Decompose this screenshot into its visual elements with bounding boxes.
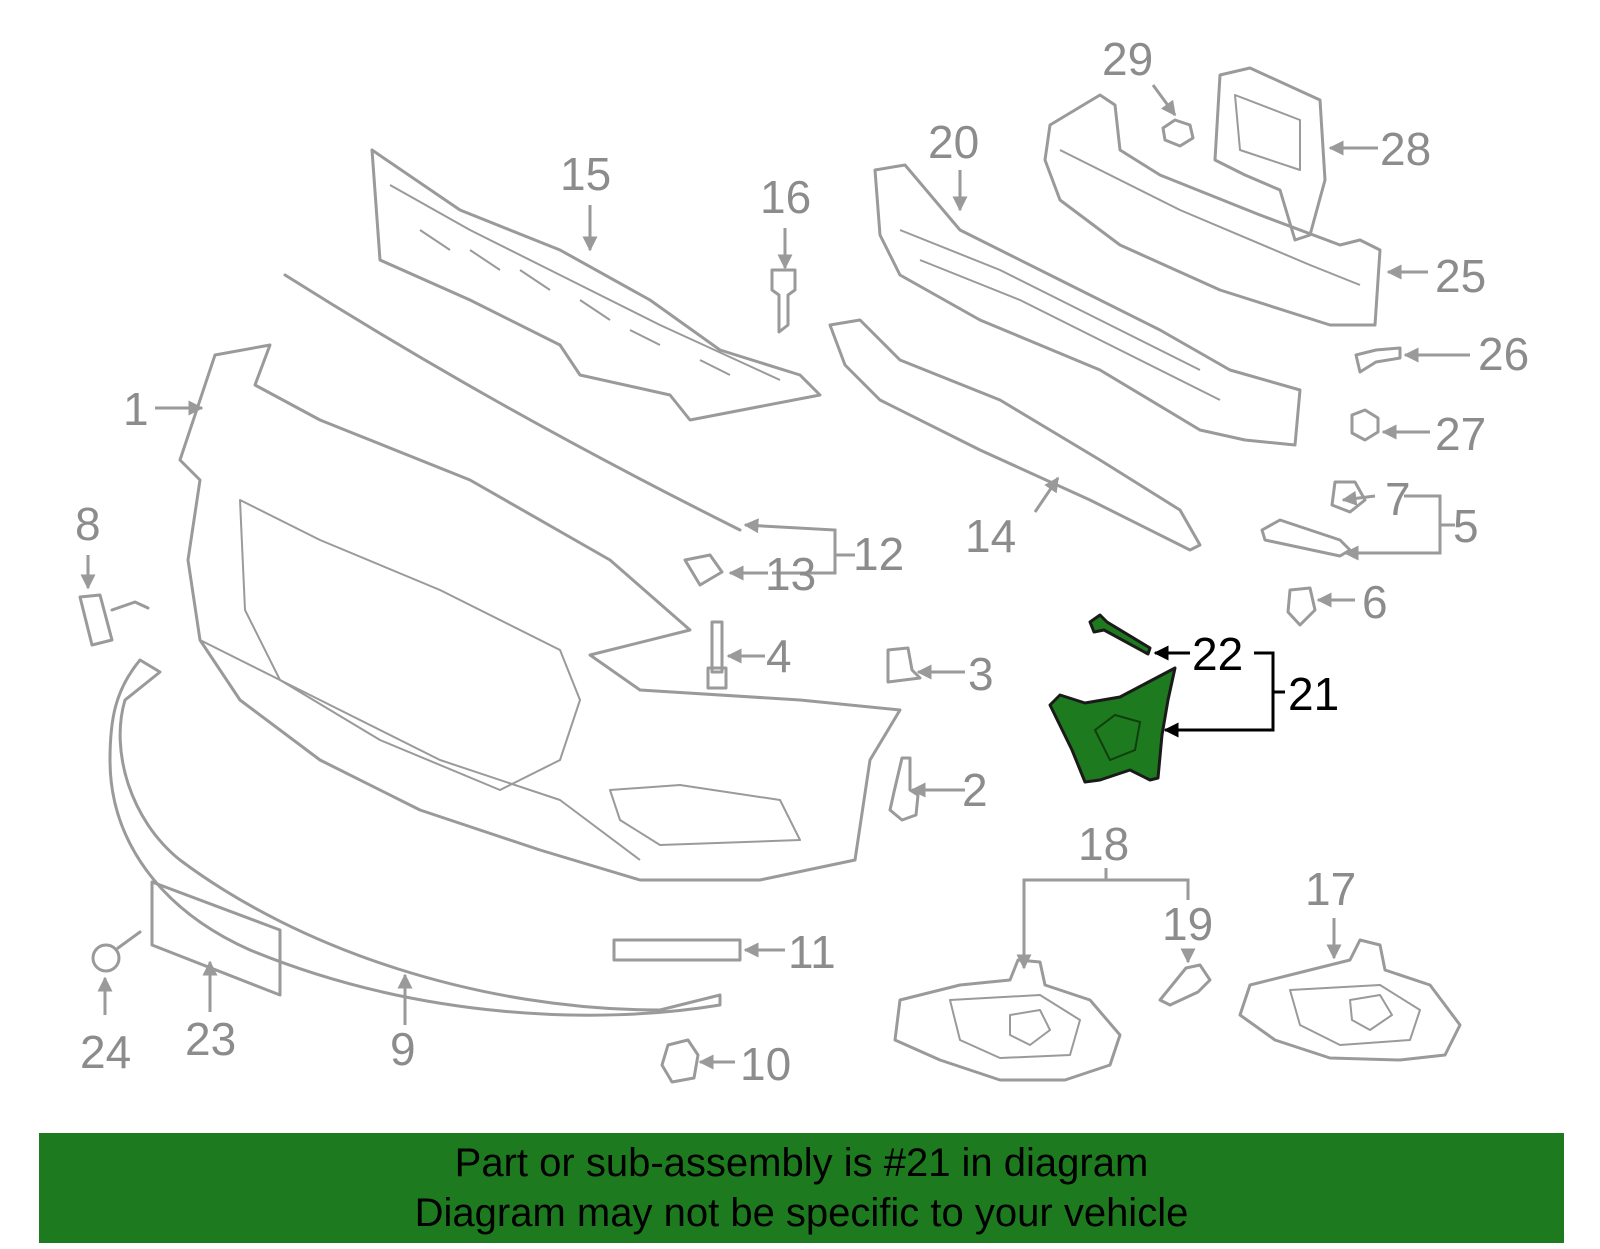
- part-14-reinforcement: [828, 318, 1202, 552]
- callout-22: 22: [1192, 628, 1243, 680]
- part-15-upper-bracket: [370, 148, 822, 422]
- callout-29: 29: [1102, 33, 1153, 85]
- part-10-clip: [660, 1038, 700, 1084]
- callout-16: 16: [760, 171, 811, 223]
- callout-26: 26: [1478, 328, 1529, 380]
- part-20-absorber: [873, 163, 1302, 447]
- part-28-sensor-bracket: [1213, 66, 1327, 242]
- callout-12: 12: [853, 528, 904, 580]
- part-8-bracket: [78, 593, 150, 647]
- callout-6: 6: [1362, 576, 1388, 628]
- part-6-bolt: [1286, 586, 1317, 627]
- callout-14: 14: [965, 510, 1016, 562]
- part-11-strip: [612, 938, 742, 962]
- callout-28: 28: [1380, 123, 1431, 175]
- callout-3: 3: [968, 648, 994, 700]
- part-21-bracket: [1048, 666, 1177, 784]
- part-19-screw: [1158, 963, 1212, 1007]
- part-12-strip: [283, 273, 742, 532]
- part-24-screw: [91, 943, 121, 973]
- part-23-plate: [150, 880, 282, 997]
- callout-19: 19: [1162, 898, 1213, 950]
- callout-10: 10: [740, 1038, 791, 1090]
- part-29-nut: [1161, 118, 1195, 148]
- part-2-bolt: [888, 756, 920, 822]
- part-21-highlight: [1048, 613, 1177, 784]
- callout-23: 23: [185, 1013, 236, 1065]
- callouts: 1 2 3 4 5 6 7 8 9 10 11 12 13 14 15 16 1…: [75, 33, 1529, 1090]
- callout-13: 13: [765, 548, 816, 600]
- part-17-bezel: [1238, 938, 1462, 1062]
- callout-21-label: 21: [1288, 668, 1339, 720]
- part-1-bumper-cover: [178, 343, 902, 882]
- leaders: [80, 84, 1470, 1070]
- info-banner: Part or sub-assembly is #21 in diagram D…: [39, 1133, 1564, 1243]
- callout-27: 27: [1435, 408, 1486, 460]
- callout-9: 9: [390, 1023, 416, 1075]
- highlight-callouts: 22 21: [1192, 628, 1339, 720]
- part-7-clip: [1330, 480, 1367, 514]
- part-3-clip: [886, 646, 922, 684]
- part-9-lower-lip: [108, 658, 722, 1017]
- part-24-shank: [116, 930, 142, 950]
- part-27-nut: [1350, 408, 1380, 442]
- part-22-bolt: [1088, 613, 1152, 656]
- callout-24: 24: [80, 1026, 131, 1078]
- callout-11: 11: [788, 926, 836, 978]
- part-5-bracket: [1260, 518, 1352, 558]
- part-26-bolt: [1354, 346, 1402, 374]
- callout-2: 2: [962, 764, 988, 816]
- part-13-clip: [683, 553, 724, 587]
- callout-5: 5: [1453, 500, 1479, 552]
- callout-4: 4: [766, 630, 792, 682]
- part-18-bezel: [893, 958, 1122, 1082]
- part-25-crossmember: [1043, 93, 1382, 327]
- callout-17: 17: [1305, 863, 1356, 915]
- callout-8: 8: [75, 498, 101, 550]
- callout-25: 25: [1435, 250, 1486, 302]
- highlight-leaders: [1153, 645, 1285, 738]
- part-4-stud: [706, 620, 728, 690]
- callout-20: 20: [928, 116, 979, 168]
- callout-7: 7: [1385, 473, 1411, 525]
- banner-line-2: Diagram may not be specific to your vehi…: [414, 1191, 1189, 1235]
- callout-1: 1: [123, 383, 149, 435]
- banner-line-1: Part or sub-assembly is #21 in diagram: [454, 1141, 1149, 1185]
- callout-18: 18: [1078, 818, 1129, 870]
- callout-15: 15: [560, 148, 611, 200]
- part-16-bolt: [770, 268, 797, 334]
